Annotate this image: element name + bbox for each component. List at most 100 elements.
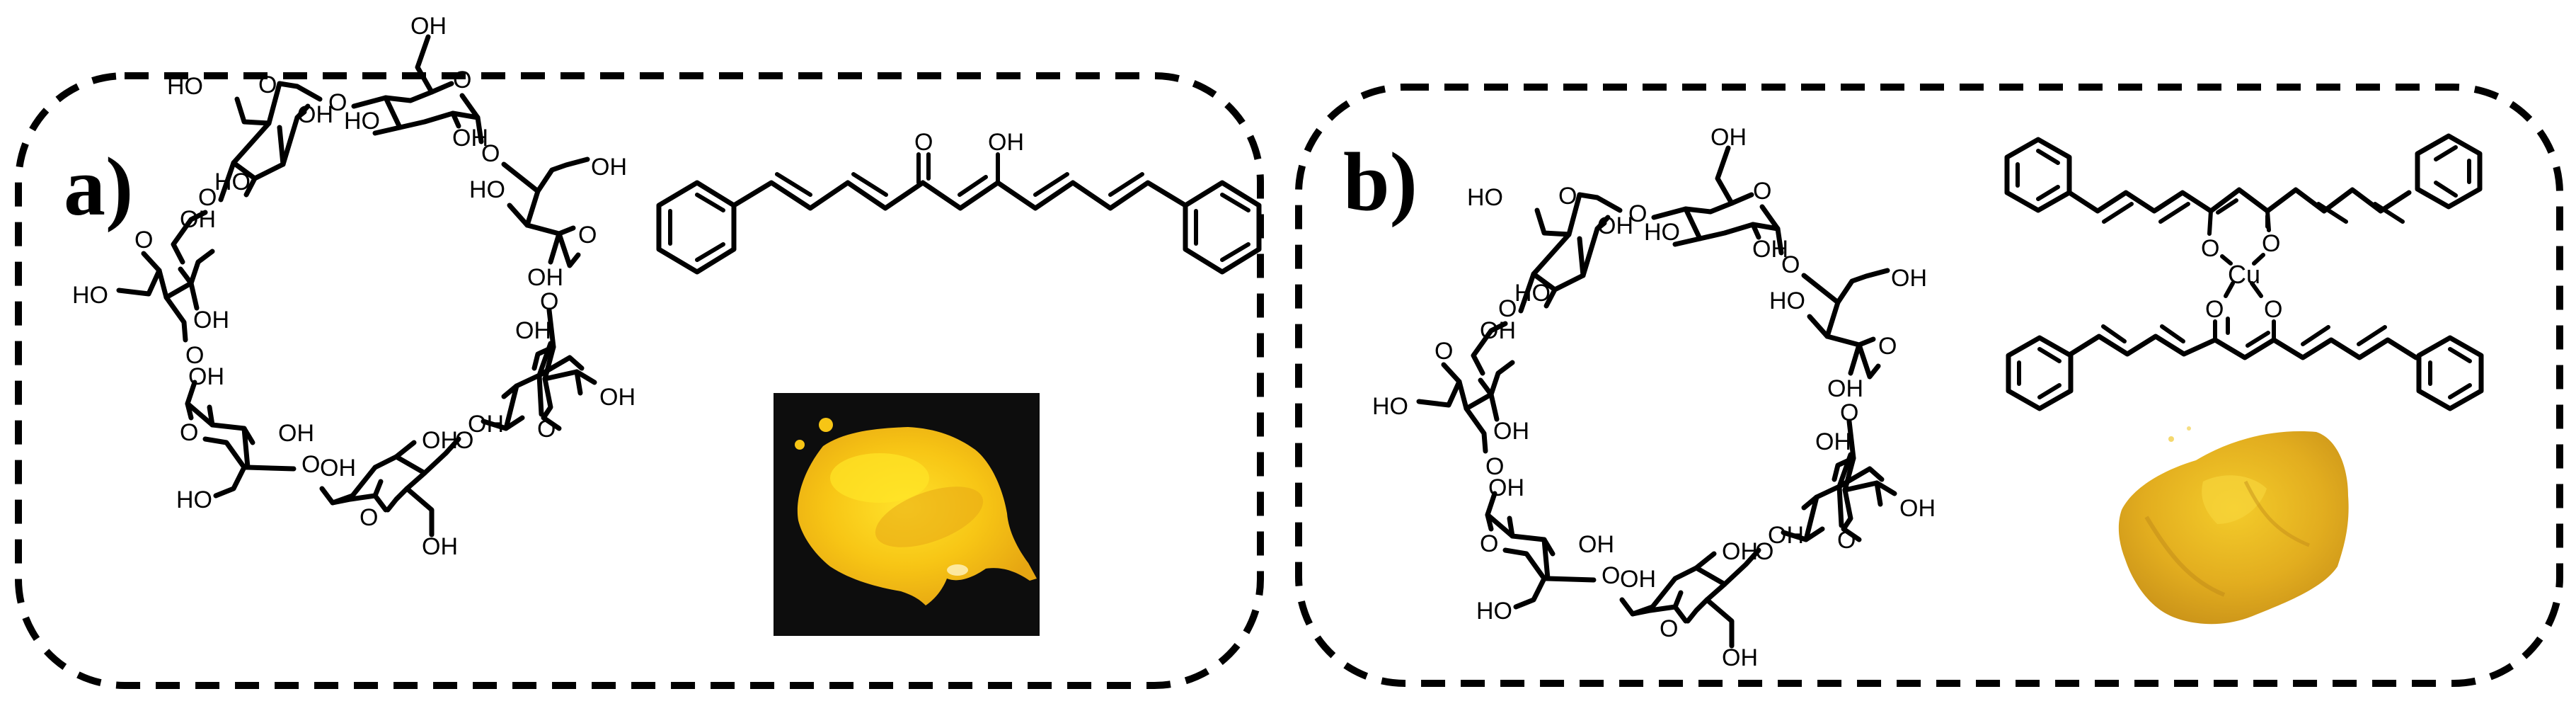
- atom-label: OH: [1891, 265, 1927, 292]
- atom-label: O: [1628, 200, 1647, 227]
- copper-curcumin-complex-structure: O O Cu O O: [2004, 133, 2484, 411]
- atom-label: O: [180, 419, 198, 446]
- glucose-bond: [1841, 487, 1862, 542]
- atom-label: OH: [468, 411, 504, 438]
- atom-label: O: [1498, 295, 1517, 322]
- atom-label: HO: [214, 169, 251, 195]
- panel-label-b: b): [1343, 135, 1418, 228]
- atom-label: O: [481, 140, 500, 167]
- glucose-bond: [1651, 200, 1735, 220]
- glucose-bond: [542, 344, 597, 385]
- glucose-bond: [1485, 512, 1494, 532]
- glucose-bond: [1577, 192, 1623, 213]
- enol-hydroxyl-label: OH: [988, 129, 1024, 156]
- glucose-bond: [351, 89, 435, 109]
- atom-label: O: [1840, 399, 1858, 426]
- glucose-bond: [415, 34, 454, 95]
- glucose-bond: [1807, 314, 1830, 339]
- glucose-bond: [1534, 192, 1582, 237]
- glucose-bond: [185, 401, 194, 421]
- curcumin-structure: O OH: [656, 129, 1262, 275]
- atom-label: OH: [452, 125, 488, 152]
- atom-label: OH: [1493, 418, 1529, 445]
- atom-label: HO: [167, 73, 203, 100]
- atom-label: OH: [193, 307, 229, 334]
- glucose-bond: [1836, 484, 1844, 528]
- glucose-bond: [234, 81, 282, 126]
- glucose-bond: [372, 125, 403, 136]
- glucose-bond: [1836, 466, 1885, 489]
- glucose-bond: [536, 372, 544, 417]
- atom-label: HO: [1514, 280, 1551, 307]
- atom-label: OH: [1752, 236, 1788, 263]
- atom-label: O: [453, 67, 471, 93]
- atom-label: OH: [1768, 522, 1804, 549]
- glucose-bond: [385, 486, 435, 537]
- glucose-bond: [1488, 392, 1500, 422]
- glucose-bond: [501, 156, 590, 194]
- atom-label: HO: [176, 486, 212, 513]
- glucose-bond: [1801, 494, 1819, 511]
- glucose-bond: [1848, 342, 1862, 376]
- glucose-bond: [1759, 204, 1781, 232]
- glucose-bond: [171, 210, 208, 265]
- atom-label: OH: [599, 384, 636, 411]
- carbonyl-oxygen-label: O: [914, 129, 933, 156]
- atom-label: OH: [297, 101, 333, 128]
- atom-label: OH: [1815, 428, 1851, 455]
- copper-curcumin-powder-photo: [2104, 411, 2366, 637]
- glucose-bond: [1856, 342, 1881, 380]
- glucose-bond: [501, 383, 519, 399]
- atom-label: OH: [422, 533, 458, 560]
- glucose-bond: [1704, 581, 1727, 603]
- ligand-oxygen-label: O: [2205, 296, 2224, 323]
- panel-label-a: a): [64, 140, 134, 233]
- glucose-bond: [116, 268, 162, 297]
- atom-label: HO: [1476, 598, 1512, 625]
- atom-label: O: [540, 288, 558, 315]
- atom-label: O: [1753, 178, 1771, 205]
- atom-label: O: [537, 416, 556, 443]
- atom-label: OH: [320, 455, 356, 482]
- atom-label: O: [1660, 615, 1678, 642]
- glucose-bond: [1672, 604, 1689, 624]
- atom-label: O: [360, 504, 378, 531]
- glucose-bond: [548, 231, 562, 265]
- atom-label: O: [1558, 183, 1577, 210]
- glucose-bond: [1594, 220, 1607, 232]
- glucose-bond: [503, 341, 553, 431]
- glucose-bond: [1683, 206, 1784, 256]
- glucose-bond: [1650, 551, 1717, 610]
- atom-label: OH: [1710, 124, 1747, 151]
- curcumin-powder-photo: [774, 393, 1040, 636]
- benzene-ring-bottom-left: [2006, 335, 2074, 411]
- atom-label: OH: [591, 154, 627, 181]
- glucose-bond: [188, 280, 200, 311]
- benzene-ring-top-right: [2415, 133, 2483, 210]
- atom-label: OH: [1899, 495, 1936, 522]
- glucose-bond: [277, 81, 323, 102]
- glucose-bond: [459, 93, 481, 120]
- atom-label: O: [134, 227, 153, 254]
- glucose-bond: [1464, 406, 1488, 454]
- atom-label: O: [301, 451, 320, 478]
- glucose-bond: [1672, 590, 1684, 610]
- glucose-bond: [541, 376, 562, 431]
- glucose-bond: [141, 249, 215, 300]
- glucose-bond: [393, 436, 461, 476]
- glucose-bond: [1694, 547, 1761, 587]
- benzene-ring-right: [1183, 180, 1262, 275]
- glucose-bond: [372, 493, 389, 513]
- atom-label: HO: [344, 108, 380, 135]
- atom-label: O: [328, 89, 347, 116]
- atom-label: OH: [1480, 317, 1516, 344]
- atom-label: HO: [1644, 219, 1680, 246]
- atom-label: OH: [1578, 531, 1614, 558]
- glucose-bond: [450, 110, 461, 129]
- atom-label: OH: [1620, 566, 1656, 593]
- glucose-bond: [330, 493, 378, 506]
- atom-label: OH: [188, 363, 224, 390]
